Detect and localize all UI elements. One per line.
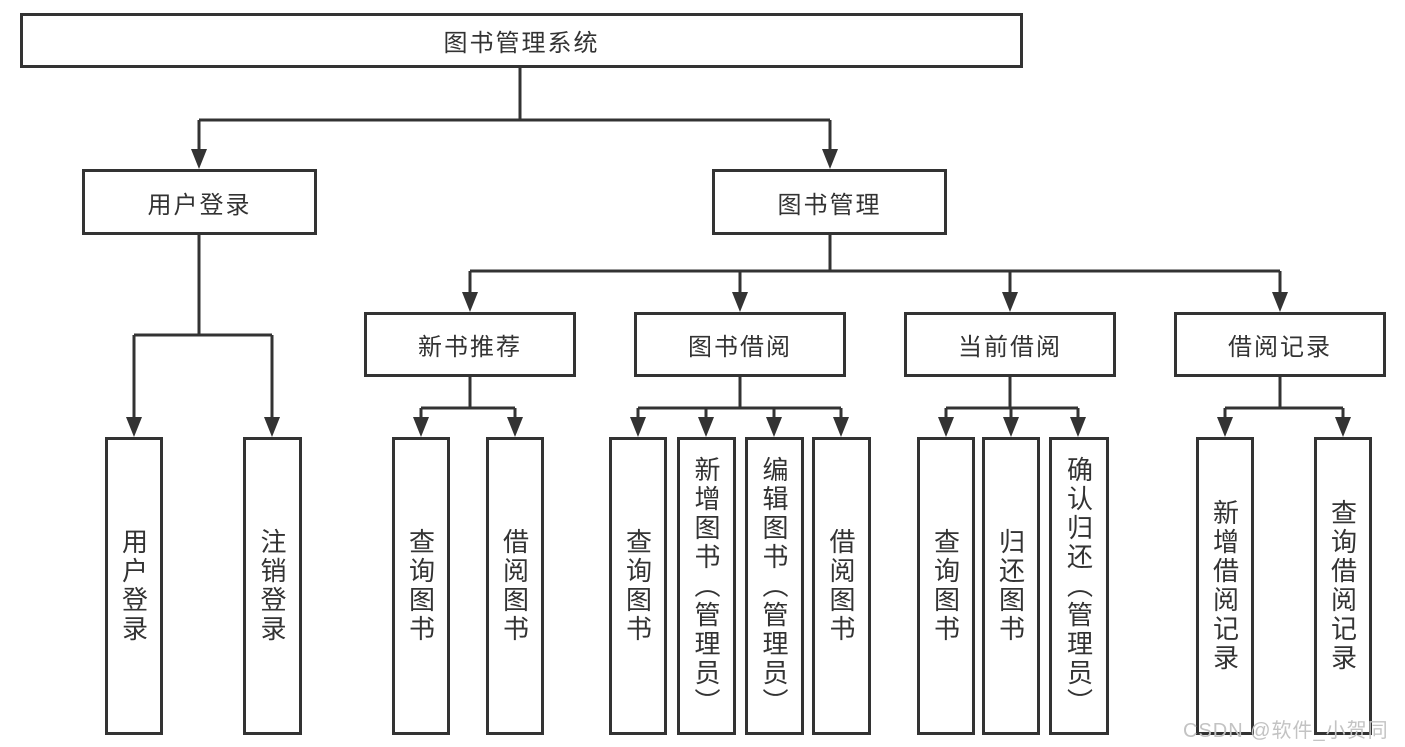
node-book-borrow: 图书借阅	[634, 312, 846, 377]
edges-borrow-records	[1217, 377, 1351, 437]
leaf-query-books-borrow: 查询图书	[609, 437, 667, 735]
edges-user-login	[126, 235, 280, 437]
node-root: 图书管理系统	[20, 13, 1023, 68]
edges-new-book-recommend	[413, 377, 523, 437]
leaf-query-books-recommend-label: 查询图书	[405, 528, 436, 644]
node-book-management: 图书管理	[712, 169, 947, 235]
leaf-return-book: 归还图书	[982, 437, 1040, 735]
leaf-query-books-current: 查询图书	[917, 437, 975, 735]
leaf-confirm-return-admin-label: 确认归还（管理员）	[1063, 455, 1094, 717]
leaf-add-book-admin: 新增图书（管理员）	[677, 437, 736, 735]
leaf-query-books-borrow-label: 查询图书	[622, 528, 653, 644]
leaf-confirm-return-admin: 确认归还（管理员）	[1049, 437, 1109, 735]
node-current-borrow: 当前借阅	[904, 312, 1116, 377]
watermark: CSDN @软件_小贺同学	[1183, 720, 1389, 742]
leaf-add-borrow-record: 新增借阅记录	[1196, 437, 1254, 735]
leaf-query-borrow-record-label: 查询借阅记录	[1327, 499, 1358, 673]
leaf-query-books-current-label: 查询图书	[930, 528, 961, 644]
node-new-book-recommend: 新书推荐	[364, 312, 576, 377]
leaf-logout: 注销登录	[243, 437, 302, 735]
leaf-borrow-books-recommend-label: 借阅图书	[499, 528, 530, 644]
node-user-login: 用户登录	[82, 169, 317, 235]
node-borrow-records: 借阅记录	[1174, 312, 1386, 377]
leaf-user-login-label: 用户登录	[118, 528, 149, 644]
leaf-query-books-recommend: 查询图书	[392, 437, 450, 735]
leaf-borrow-books-label: 借阅图书	[826, 528, 856, 644]
leaf-user-login: 用户登录	[105, 437, 163, 735]
leaf-edit-book-admin-label: 编辑图书（管理员）	[759, 455, 789, 717]
leaf-logout-label: 注销登录	[257, 528, 287, 644]
edges-book-management	[462, 235, 1288, 312]
leaf-add-book-admin-label: 新增图书（管理员）	[691, 455, 721, 717]
leaf-add-borrow-record-label: 新增借阅记录	[1209, 499, 1240, 673]
edges-current-borrow	[938, 377, 1086, 437]
edges-root	[191, 68, 838, 169]
leaf-edit-book-admin: 编辑图书（管理员）	[745, 437, 804, 735]
edges-book-borrow	[630, 377, 849, 437]
leaf-borrow-books-recommend: 借阅图书	[486, 437, 544, 735]
leaf-query-borrow-record: 查询借阅记录	[1314, 437, 1372, 735]
leaf-return-book-label: 归还图书	[995, 528, 1026, 644]
leaf-borrow-books: 借阅图书	[812, 437, 871, 735]
